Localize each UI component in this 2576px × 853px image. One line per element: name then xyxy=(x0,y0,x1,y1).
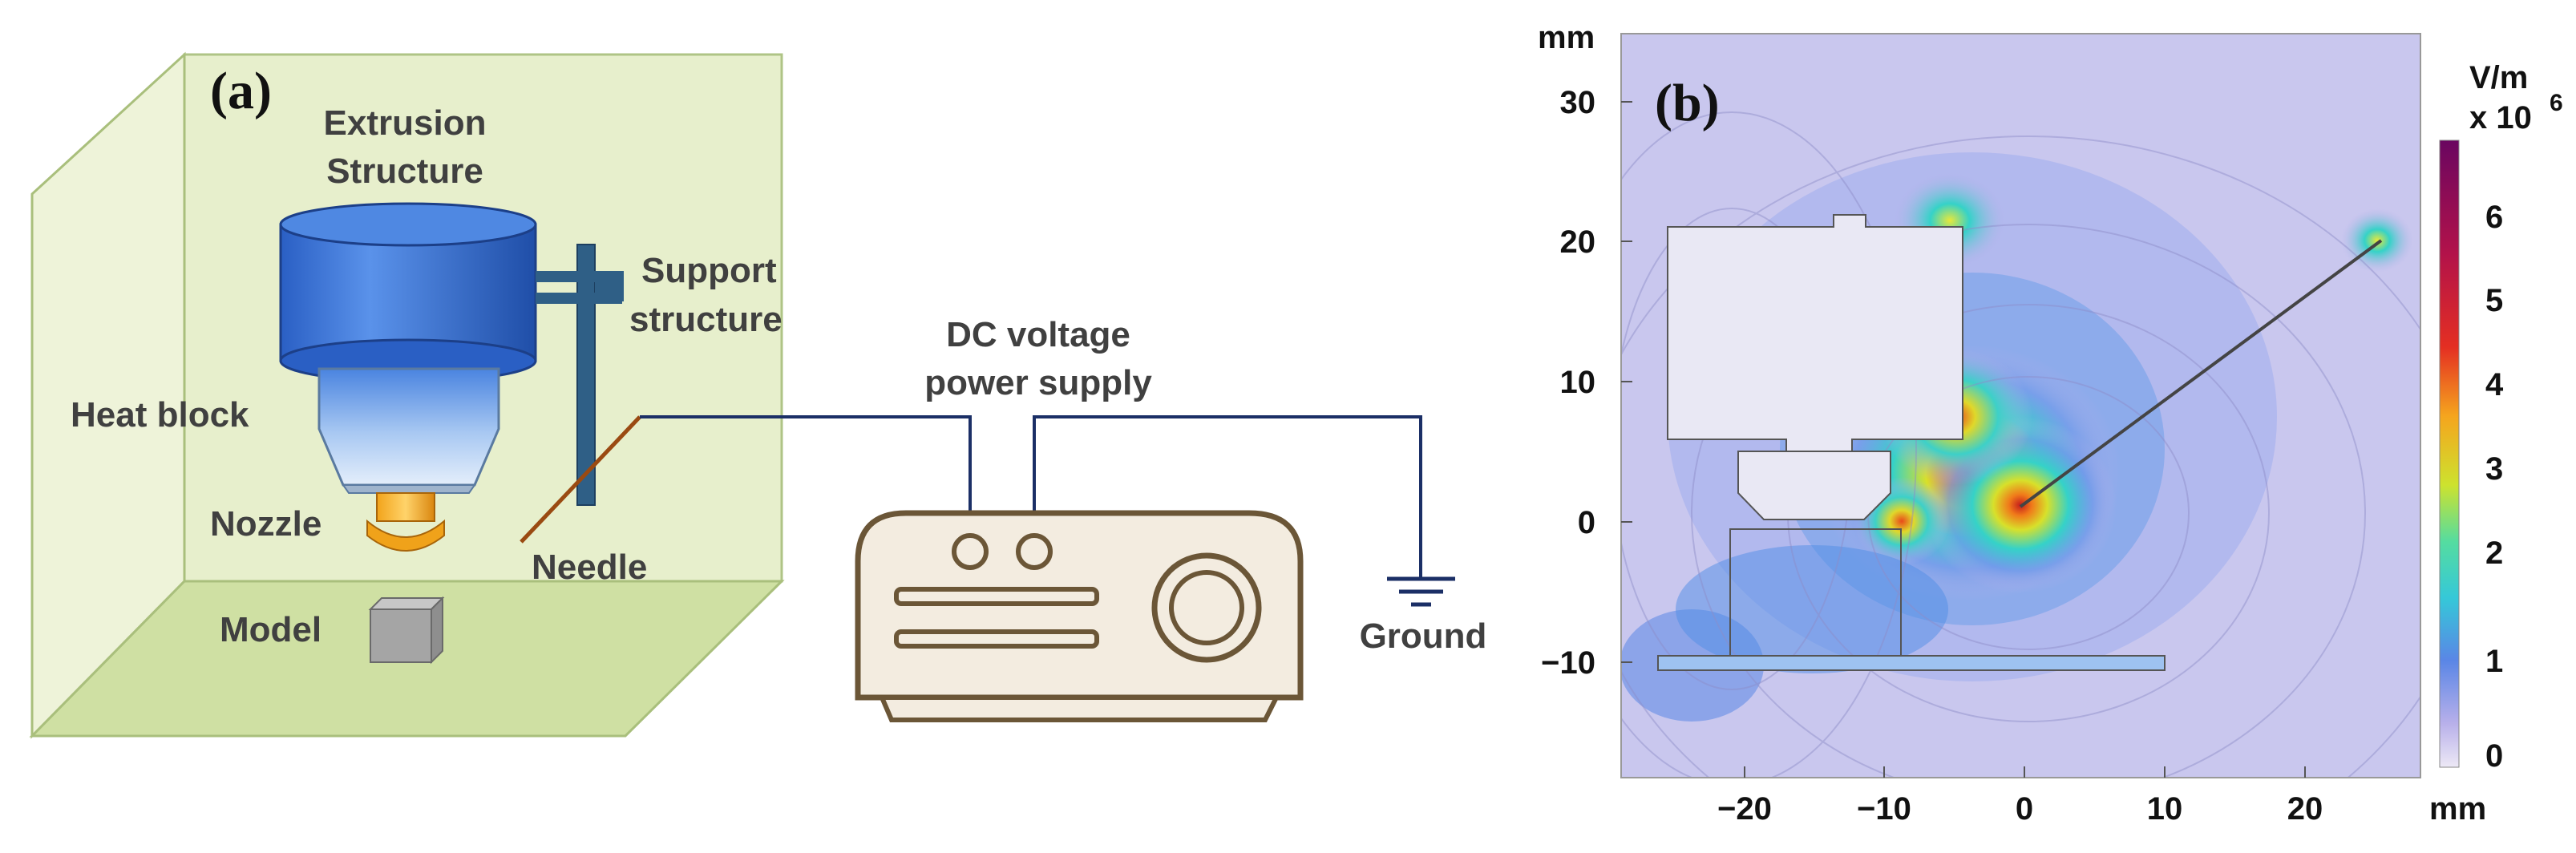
support-label-1: Support xyxy=(641,251,777,290)
colorbar-unit: V/m xyxy=(2469,60,2528,95)
model-cube xyxy=(368,596,445,665)
colorbar-tick-label: 4 xyxy=(2485,367,2504,402)
heat-block-label: Heat block xyxy=(71,395,249,435)
colorbar-scale: x 10 xyxy=(2469,100,2532,135)
x-tick-label: 10 xyxy=(2147,791,2183,827)
power-label-1: DC voltage xyxy=(946,315,1130,354)
y-tick-label: 20 xyxy=(1560,224,1596,260)
dc-power-supply xyxy=(855,510,1304,722)
field-plot xyxy=(1621,34,2420,778)
power-label-2: power supply xyxy=(924,363,1152,402)
panel-b-label: (b) xyxy=(1655,74,1720,132)
x-axis-unit: mm xyxy=(2429,791,2486,827)
needle-label: Needle xyxy=(532,548,647,587)
y-tick-label: 30 xyxy=(1560,85,1596,120)
x-tick-label: −20 xyxy=(1717,791,1772,827)
colorbar-tick-label: 0 xyxy=(2485,738,2503,774)
extrusion-label-1: Extrusion xyxy=(324,103,487,143)
panel-a-label: (a) xyxy=(210,62,272,120)
bed-geometry xyxy=(1657,655,2166,671)
colorbar-tick-label: 3 xyxy=(2485,451,2503,487)
support-label-2: structure xyxy=(629,300,783,339)
x-axis: −20 −10 0 10 20 xyxy=(1717,766,2323,827)
colorbar-exponent: 6 xyxy=(2550,90,2563,116)
wire-supply-to-ground xyxy=(1033,415,1422,577)
extruder-geometry xyxy=(1667,214,1963,452)
needle-geometry xyxy=(2019,239,2383,508)
x-tick-label: 20 xyxy=(2287,791,2323,827)
needle xyxy=(520,415,641,544)
extrusion-label-2: Structure xyxy=(326,152,483,191)
model-label: Model xyxy=(220,610,321,649)
y-tick-label: 0 xyxy=(1578,505,1595,540)
ground-label: Ground xyxy=(1360,617,1487,656)
y-tick-label: −10 xyxy=(1541,645,1595,681)
nozzle xyxy=(366,492,445,552)
heat-block xyxy=(317,367,500,487)
extrusion-structure xyxy=(279,202,537,383)
colorbar-tick-label: 1 xyxy=(2485,644,2503,679)
colorbar-tick-label: 2 xyxy=(2485,536,2503,571)
x-tick-label: −10 xyxy=(1857,791,1911,827)
nozzle-label: Nozzle xyxy=(210,504,321,544)
panel-a: (a) Extrusion Structure Support structur… xyxy=(29,51,1487,739)
colorbar: V/m x 10 6 6 5 4 3 2 1 0 xyxy=(2439,60,2563,774)
heatblock-geometry xyxy=(1737,451,1891,520)
x-tick-label: 0 xyxy=(2016,791,2033,827)
support-structure xyxy=(536,244,624,506)
ground-icon xyxy=(1387,576,1455,607)
colorbar-tick-label: 6 xyxy=(2485,200,2503,235)
colorbar-tick-label: 5 xyxy=(2485,283,2503,318)
y-axis-unit: mm xyxy=(1538,20,1595,55)
wire-needle-to-supply xyxy=(640,415,972,549)
panel-b: (b) mm mm 30 20 10 0 −10 −20 −10 0 xyxy=(1538,20,2563,827)
y-axis: 30 20 10 0 −10 xyxy=(1541,85,1632,681)
y-tick-label: 10 xyxy=(1560,365,1596,400)
